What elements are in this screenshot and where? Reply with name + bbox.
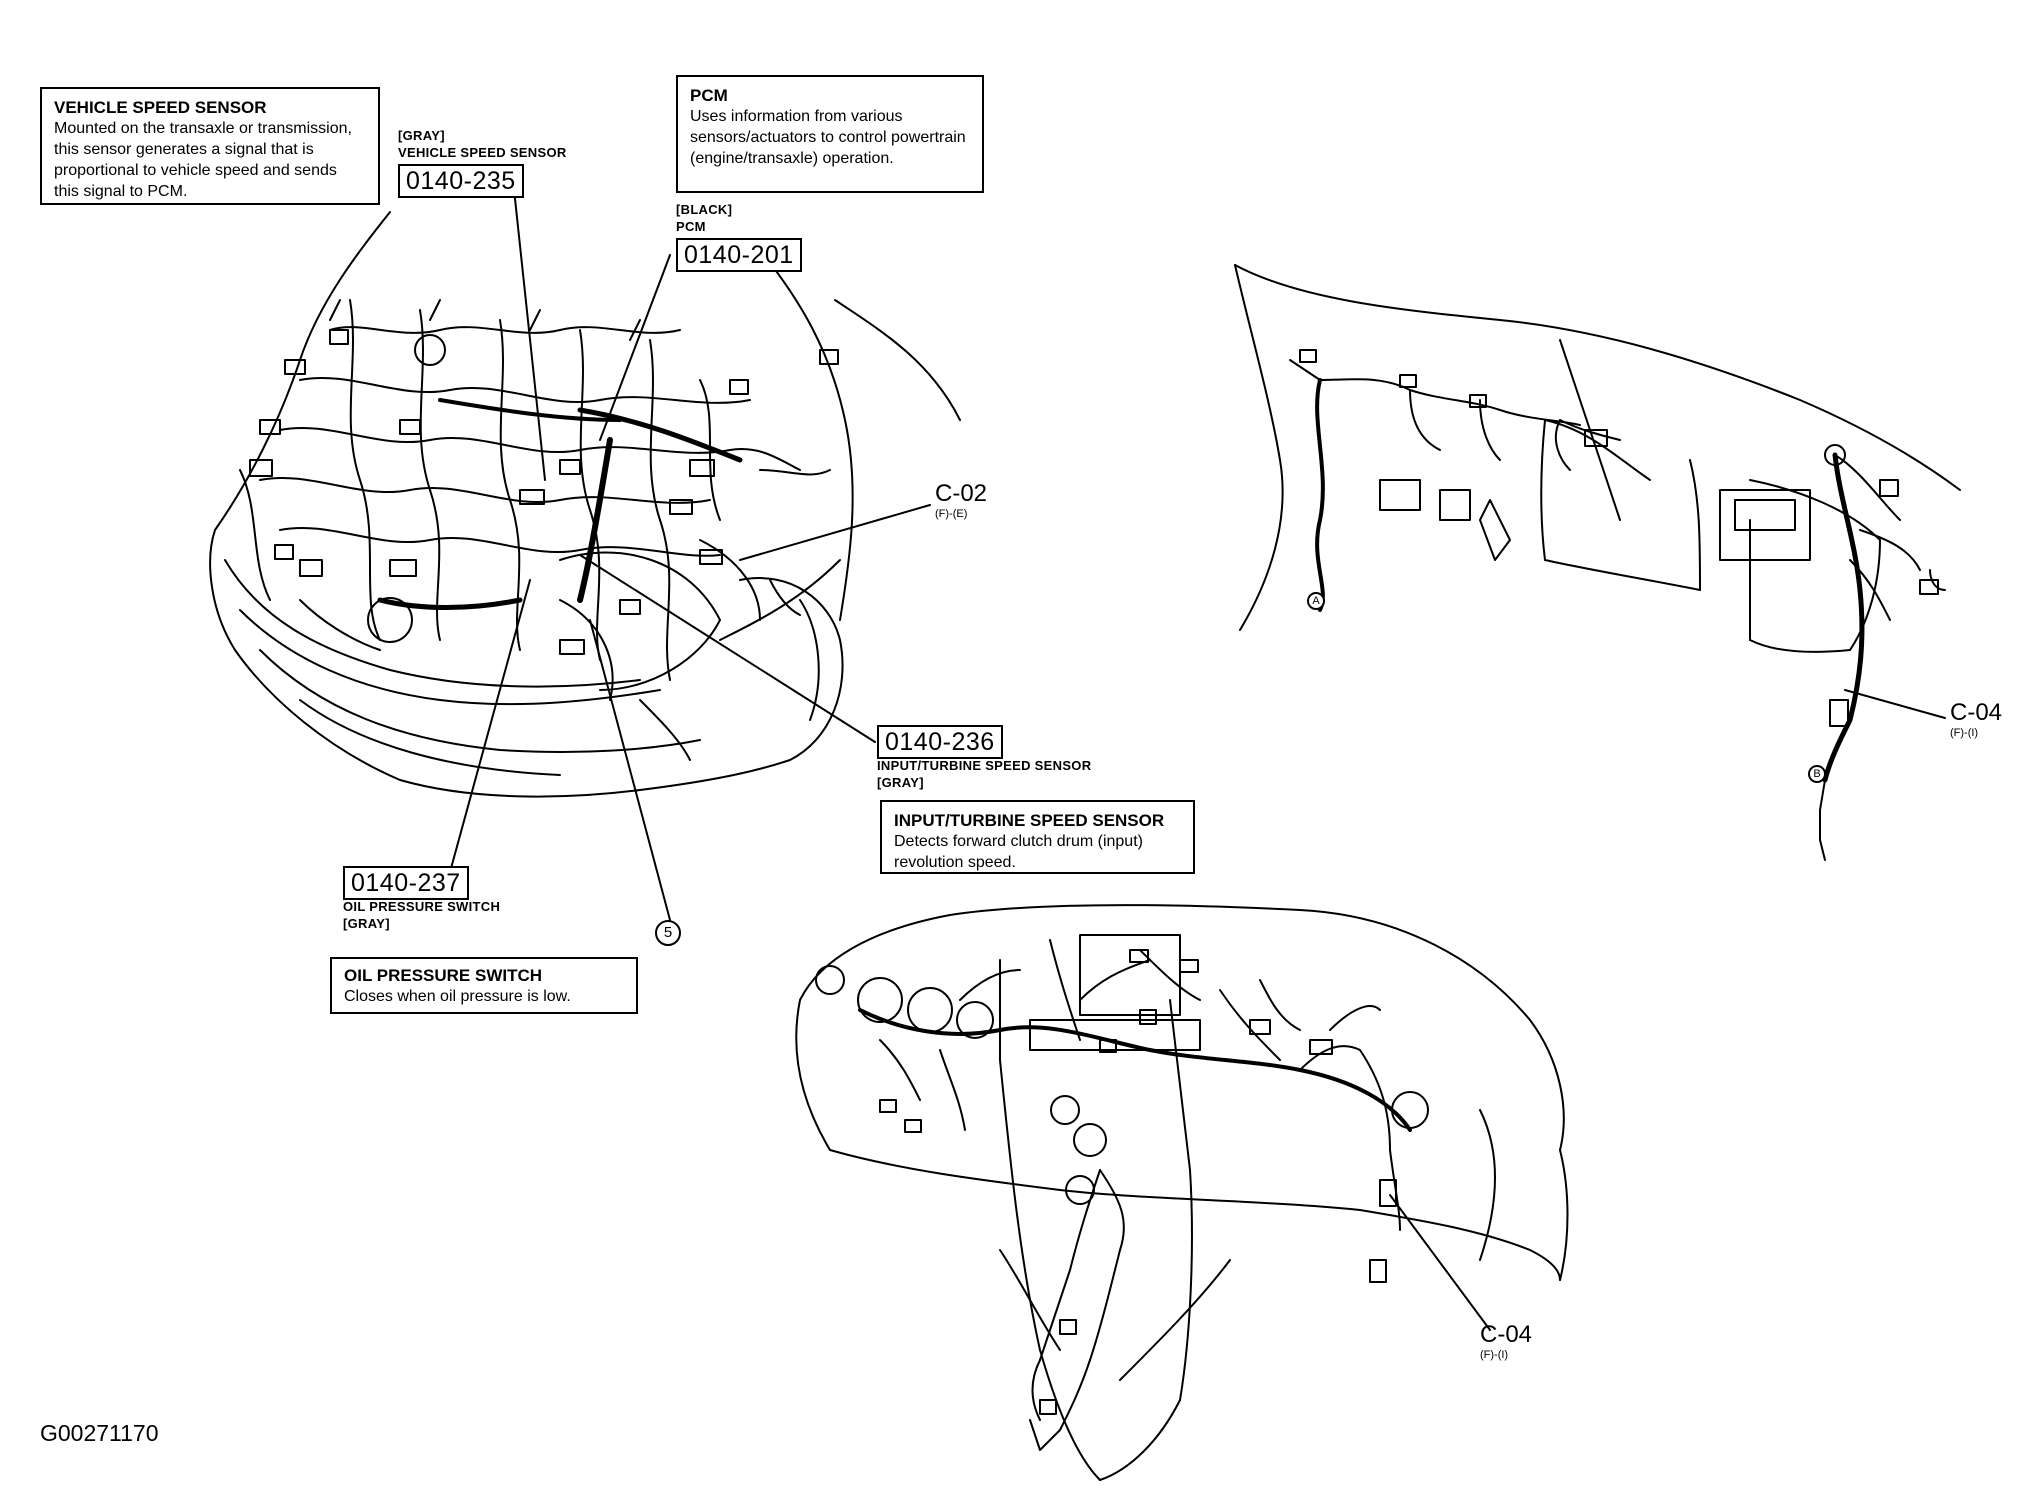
- side-body-view: [1234, 264, 1961, 861]
- vss-code-box: 0140-235: [398, 164, 524, 198]
- pcm-description-text: Uses information from various sensors/ac…: [690, 108, 966, 167]
- itss-name-label: INPUT/TURBINE SPEED SENSOR: [877, 758, 1092, 773]
- pcm-description-title: PCM: [690, 86, 728, 105]
- vss-description-title: VEHICLE SPEED SENSOR: [54, 98, 267, 117]
- ops-color-label: [GRAY]: [343, 916, 390, 931]
- marker-b: B: [1808, 765, 1826, 783]
- itss-description-title: INPUT/TURBINE SPEED SENSOR: [894, 811, 1165, 830]
- engine-compartment-view: [209, 211, 961, 798]
- marker-five: 5: [655, 920, 681, 946]
- vss-description-box: VEHICLE SPEED SENSOR Mounted on the tran…: [40, 87, 380, 205]
- connector-c04-lower-label: C-04: [1480, 1321, 1533, 1348]
- itss-color-label: [GRAY]: [877, 775, 924, 790]
- leader-lines-engine: [449, 179, 931, 921]
- itss-code-box: 0140-236: [877, 725, 1003, 759]
- pcm-description-box: PCM Uses information from various sensor…: [676, 75, 984, 193]
- marker-a: A: [1307, 592, 1325, 610]
- vss-color-label: [GRAY]: [398, 128, 445, 143]
- connector-c02-sub: (F)-(E): [935, 508, 968, 520]
- vss-name-label: VEHICLE SPEED SENSOR: [398, 145, 567, 160]
- pcm-code-box: 0140-201: [676, 238, 802, 272]
- connector-c04-upper-label: C-04: [1950, 699, 2003, 726]
- connector-c02-label: C-02: [935, 480, 988, 507]
- vss-description-text: Mounted on the transaxle or transmission…: [54, 120, 352, 200]
- ops-description-title: OIL PRESSURE SWITCH: [344, 966, 543, 985]
- itss-description-box: INPUT/TURBINE SPEED SENSOR Detects forwa…: [880, 800, 1195, 874]
- ops-description-text: Closes when oil pressure is low.: [344, 988, 571, 1005]
- connector-c04-upper-sub: (F)-(I): [1950, 727, 1979, 739]
- ops-code-box: 0140-237: [343, 866, 469, 900]
- connector-c04-lower-sub: (F)-(I): [1480, 1349, 1509, 1361]
- itss-description-text: Detects forward clutch drum (input) revo…: [894, 833, 1143, 871]
- pcm-color-label: [BLACK]: [676, 202, 733, 217]
- figure-id: G00271170: [40, 1420, 159, 1446]
- ops-description-box: OIL PRESSURE SWITCH Closes when oil pres…: [330, 957, 638, 1014]
- ops-name-label: OIL PRESSURE SWITCH: [343, 899, 501, 914]
- dashboard-view: [795, 904, 1569, 1481]
- pcm-name-label: PCM: [676, 219, 706, 234]
